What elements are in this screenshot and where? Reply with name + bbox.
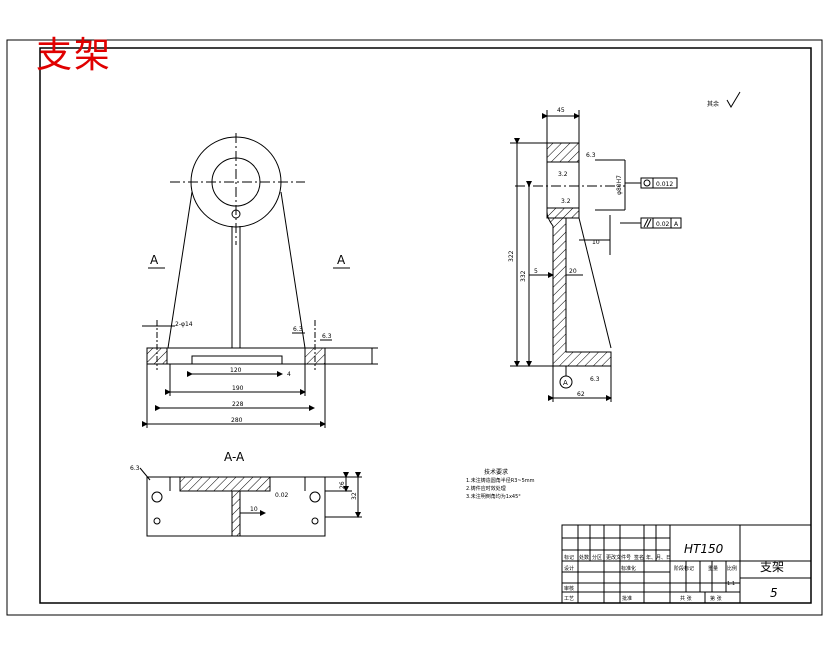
roughness-label-e: 6.3 [590, 376, 600, 383]
section-dim-10: 10 [250, 506, 258, 513]
global-roughness-label: 其余 [707, 100, 719, 108]
section-hole-1 [151, 491, 163, 503]
notes-title: 技术要求 [484, 468, 508, 476]
tb-total: 共 张 [680, 595, 692, 602]
dim-120: 120 [230, 367, 242, 374]
roughness-label-f: 6.3 [586, 152, 596, 159]
notes-line-3: 3.未注明倒角均为1x45° [466, 493, 521, 500]
part-name-field: 支架 [760, 560, 784, 574]
tb-date: 年、月、日 [646, 554, 671, 561]
tb-mark: 标记 [564, 554, 574, 561]
section-mark-a-left: A [150, 253, 159, 267]
global-roughness-symbol [726, 91, 741, 108]
tb-design: 设计 [564, 565, 574, 572]
section-tolerance: 0.02 [275, 492, 289, 499]
section-hole-2 [153, 517, 161, 525]
tb-weight: 重量 [708, 565, 718, 572]
right-rib [280, 191, 306, 349]
left-rib [167, 191, 193, 349]
roundness-icon [643, 179, 651, 187]
dim-332: 332 [520, 270, 527, 282]
dim-10: 10 [592, 239, 600, 246]
notes-line-2: 2.铸件应时效处理 [466, 485, 506, 492]
tb-page: 第 张 [710, 595, 722, 602]
tb-process: 工艺 [564, 596, 574, 602]
section-hole-3 [309, 491, 321, 503]
side-rib [578, 217, 612, 349]
section-mark-a-right: A [337, 253, 346, 267]
dim-45: 45 [557, 107, 565, 114]
title-block [561, 524, 812, 604]
dim-62: 62 [577, 391, 585, 398]
stamp-title: 支架 [36, 35, 113, 76]
oil-hole [231, 209, 241, 219]
side-web-hatch [546, 207, 612, 367]
tb-ratio: 比例 [727, 565, 737, 572]
section-dim-32: 32 [351, 492, 358, 500]
material-field: HT150 [684, 542, 724, 556]
section-roughness: 6.3 [130, 465, 140, 472]
inner-frame [39, 47, 812, 604]
dim-4: 4 [287, 371, 291, 378]
dim-190: 190 [232, 385, 244, 392]
tb-change: 更改文件号 [606, 554, 631, 561]
tb-count: 处数 [579, 554, 589, 561]
front-view [142, 133, 378, 428]
section-aa-view [139, 467, 362, 537]
base-recess [191, 355, 283, 365]
sheet-number-field: 5 [770, 586, 778, 600]
holes-callout: 2-φ14 [175, 321, 193, 328]
section-dim-26: 26 [339, 481, 346, 489]
datum-a-label: A [563, 379, 568, 387]
outer-frame [6, 39, 823, 616]
gdt-roundness-value: 0.012 [656, 181, 673, 188]
scale-field: 1:1 [727, 581, 735, 587]
roughness-label-c: 3.2 [558, 171, 568, 178]
dim-20: 20 [569, 268, 577, 275]
section-top-hatch [179, 476, 271, 492]
tb-check: 审核 [564, 585, 574, 592]
side-view [510, 91, 741, 402]
tb-standard: 标准化 [621, 565, 636, 572]
section-view-title: A-A [224, 450, 245, 464]
roughness-label-b: 6.3 [322, 333, 332, 340]
section-hole-4 [311, 517, 319, 525]
roughness-label-a: 6.3 [293, 326, 303, 333]
gdt-parallel-value: 0.02 [656, 221, 670, 228]
dim-280: 280 [231, 417, 243, 424]
notes-line-1: 1.未注铸造圆角半径R3~5mm [466, 477, 535, 484]
dim-228: 228 [232, 401, 244, 408]
side-boss-top-hatch [546, 142, 580, 163]
parallel-icon [643, 218, 649, 228]
gdt-parallel-datum: A [674, 221, 679, 228]
tb-sign: 签名 [634, 554, 644, 561]
section-web-hatch [231, 490, 241, 537]
dim-bore: φ80H7 [616, 175, 623, 195]
dim-5: 5 [534, 268, 538, 275]
tb-zone: 分区 [592, 554, 602, 561]
dim-322: 322 [508, 250, 515, 262]
roughness-label-d: 3.2 [561, 198, 571, 205]
tb-approve: 批准 [622, 595, 632, 602]
tb-stage: 阶段标记 [674, 565, 694, 572]
